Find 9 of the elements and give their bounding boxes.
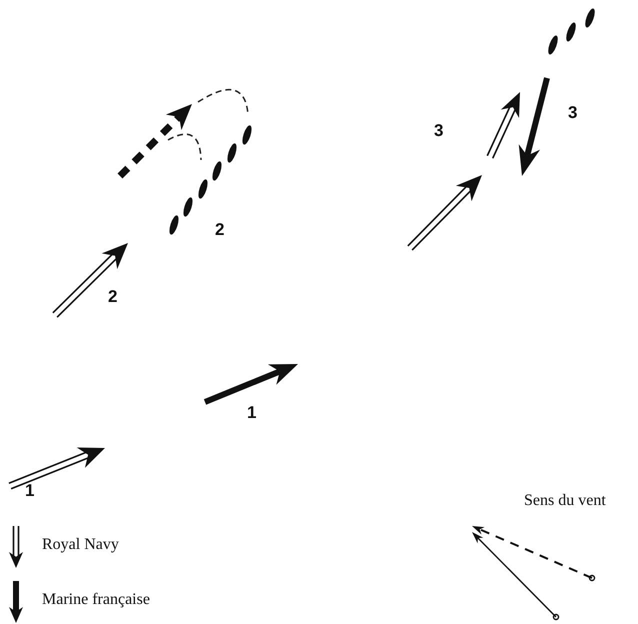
step-number: 1	[25, 482, 34, 500]
step-number: 1	[247, 404, 256, 422]
legend-label: Marine française	[42, 591, 150, 609]
step-number: 2	[108, 288, 118, 306]
wind-caption: Sens du vent	[524, 492, 606, 510]
step-number: 2	[215, 221, 224, 239]
step-number: 3	[568, 104, 578, 122]
legend-label: Royal Navy	[42, 536, 119, 554]
step-number: 3	[434, 122, 444, 140]
